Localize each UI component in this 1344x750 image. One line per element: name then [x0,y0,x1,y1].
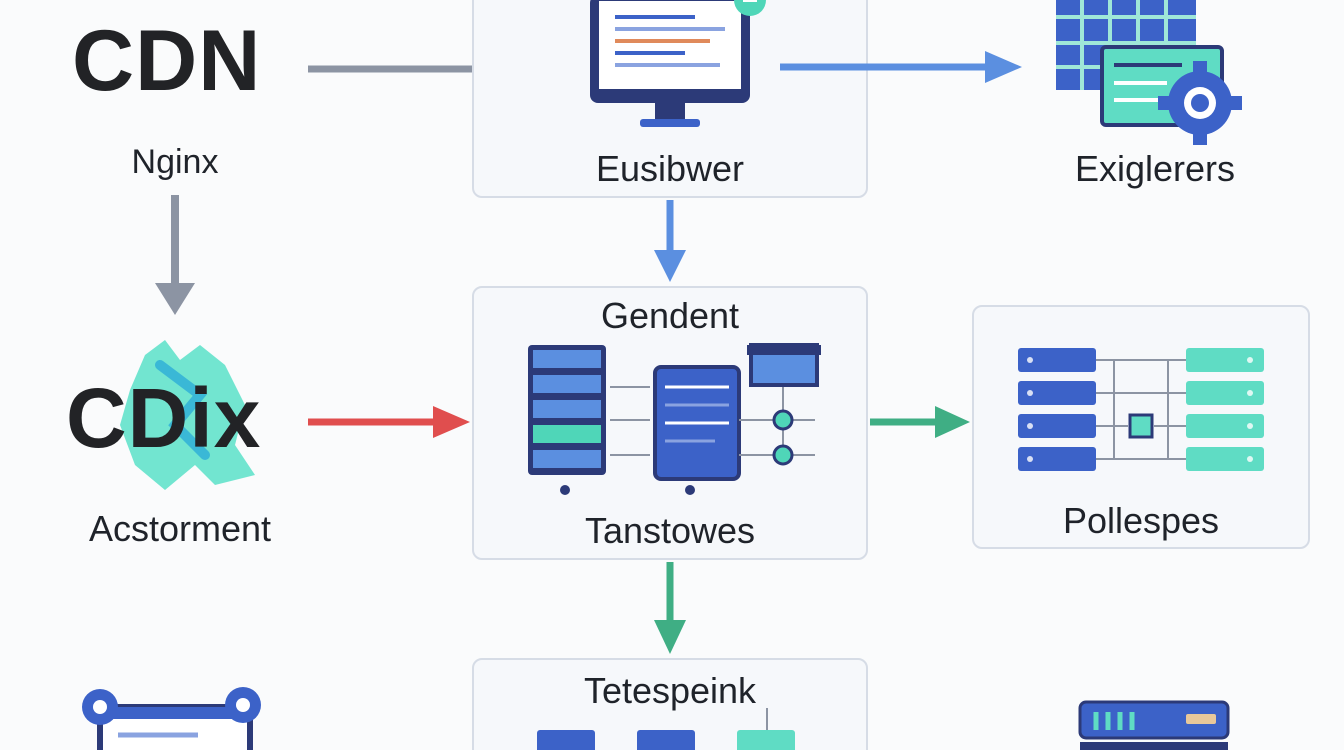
nginx-label: Nginx [131,143,219,181]
server-rack-diagram-icon [528,343,821,495]
arrow-eusibwer-to-gendent [654,200,686,282]
monitor-icon [590,0,766,127]
tetespeink-blocks-icon [537,708,795,750]
tanstowes-label: Tanstowes [584,510,756,551]
arrow-gendent-to-tetespeink [654,562,686,654]
spreadsheet-gear-icon [1056,0,1242,145]
tetespeink-title: Tetespeink [583,670,757,711]
gendent-title: Gendent [600,295,740,336]
cdix-title: CDix [66,371,262,465]
cdn-title: CDN [72,13,262,109]
arrow-nginx-to-cdix [155,195,195,315]
arrow-cdix-to-gendent [308,406,470,438]
gear-document-icon [82,687,261,750]
acstorment-label: Acstorment [88,508,272,549]
cdix-logo-icon [120,340,255,490]
network-servers-icon [1018,348,1264,471]
eusibwer-label: Eusibwer [595,148,745,189]
exiglerers-label: Exiglerers [1074,148,1236,189]
arrow-gendent-to-pollespes [870,406,970,438]
arrow-eusibwer-to-exiglerers [780,51,1022,83]
bottom-right-server-icon [1078,700,1230,750]
pollespes-label: Pollespes [1062,500,1220,541]
